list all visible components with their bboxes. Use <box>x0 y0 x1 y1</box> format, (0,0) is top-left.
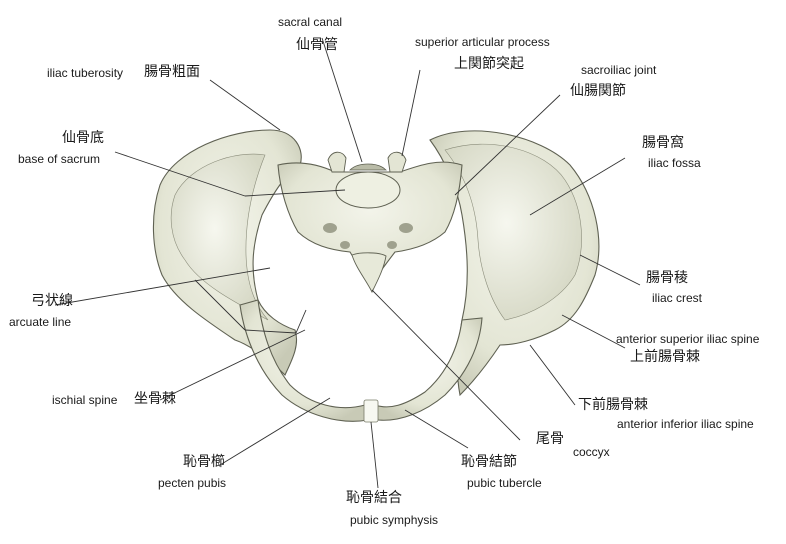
label-sacroiliac-en: sacroiliac joint <box>581 63 657 77</box>
label-base-sacrum-jp: 仙骨底 <box>62 130 104 146</box>
label-coccyx-jp: 尾骨 <box>536 431 564 447</box>
sacral-body <box>335 171 401 209</box>
sacral-canal <box>349 163 387 171</box>
label-aiis-jp: 下前腸骨棘 <box>578 397 648 413</box>
label-iliac-fossa-en: iliac fossa <box>648 156 701 170</box>
label-symphysis-jp: 恥骨結合 <box>346 490 402 506</box>
label-iliac-tuberosity-en: iliac tuberosity <box>47 66 124 80</box>
label-pecten-en: pecten pubis <box>158 476 227 490</box>
label-pubic-tubercle-jp: 恥骨結節 <box>461 454 517 470</box>
label-sacral-canal-en: sacral canal <box>278 15 343 29</box>
leader-lines <box>54 37 641 489</box>
superior-articular-right <box>387 151 407 173</box>
label-asis-jp: 上前腸骨棘 <box>630 349 700 365</box>
label-base-sacrum-en: base of sacrum <box>18 152 101 166</box>
label-iliac-crest-en: iliac crest <box>652 291 703 305</box>
label-coccyx-en: coccyx <box>573 445 610 459</box>
left-pubic-ramus <box>239 299 369 422</box>
label-superior-articular-en: superior articular process <box>415 35 550 49</box>
label-sacral-canal-jp: 仙骨管 <box>296 37 338 53</box>
coccyx-bone <box>351 252 387 294</box>
label-iliac-crest-jp: 腸骨稜 <box>646 270 688 286</box>
label-pubic-tubercle-en: pubic tubercle <box>467 476 542 490</box>
label-symphysis-en: pubic symphysis <box>350 513 439 527</box>
sacral-foramen <box>340 241 350 249</box>
sacral-foramen <box>323 223 337 233</box>
label-arcuate-en: arcuate line <box>9 315 72 329</box>
pubic-symphysis <box>363 399 379 423</box>
right-iliac-fossa <box>444 143 582 321</box>
label-ischial-spine-en: ischial spine <box>52 393 118 407</box>
superior-articular-left <box>327 151 347 173</box>
sacrum <box>277 161 463 283</box>
label-iliac-fossa-jp: 腸骨窩 <box>642 135 684 151</box>
label-sacroiliac-jp: 仙腸関節 <box>570 83 626 99</box>
label-pecten-jp: 恥骨櫛 <box>183 454 225 470</box>
sacral-foramen <box>387 241 397 249</box>
label-ischial-spine-jp: 坐骨棘 <box>134 391 176 407</box>
label-asis-en: anterior superior iliac spine <box>616 332 760 346</box>
label-arcuate-jp: 弓状線 <box>31 293 73 309</box>
label-iliac-tuberosity-jp: 腸骨粗面 <box>144 64 200 80</box>
label-aiis-en: anterior inferior iliac spine <box>617 417 754 431</box>
sacral-foramen <box>399 223 413 233</box>
right-pubic-ramus <box>374 317 483 421</box>
label-superior-articular-jp: 上関節突起 <box>454 56 524 72</box>
